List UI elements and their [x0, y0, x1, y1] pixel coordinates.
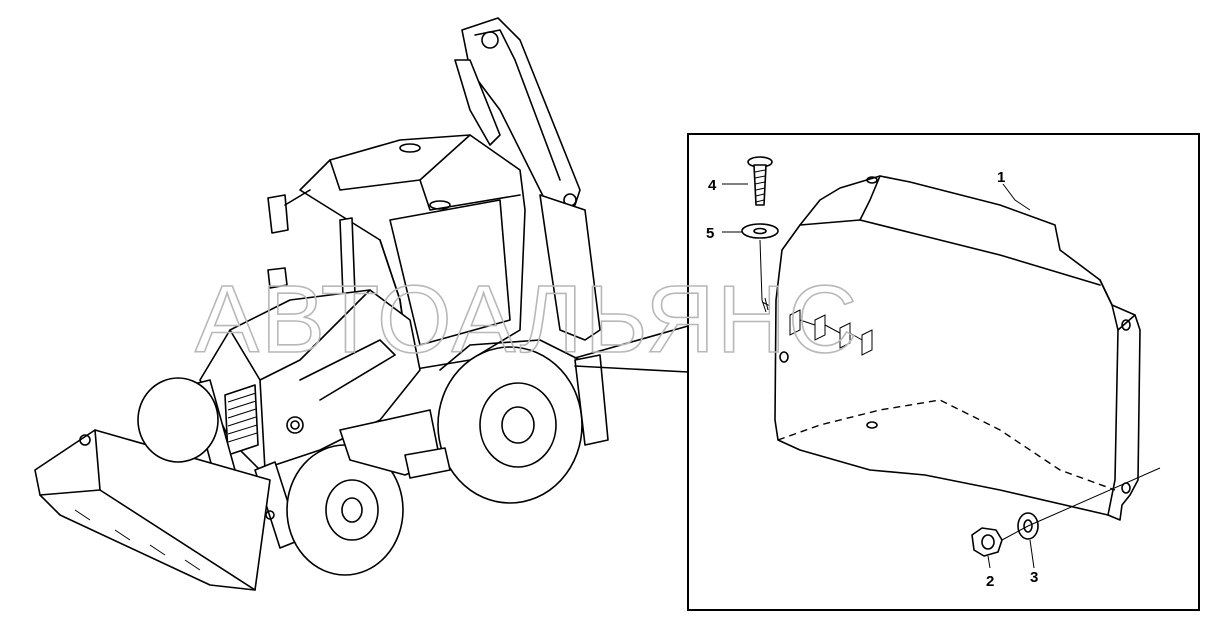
callout-2: 2 [986, 573, 994, 590]
callout-4: 4 [708, 177, 717, 194]
detail-frame [687, 133, 1200, 611]
callout-3: 3 [1030, 569, 1038, 586]
fender-guard [774, 175, 1141, 521]
callout-5: 5 [706, 225, 714, 242]
washer-part-top [741, 223, 779, 239]
bolt-part [747, 156, 773, 206]
leader-lines [722, 183, 1035, 569]
zoom-pointer [574, 325, 689, 373]
backhoe-loader-illustration [34, 17, 609, 591]
nut-part [971, 527, 1003, 557]
callout-1: 1 [997, 169, 1005, 186]
watermark-text: АВТОАЛЬЯНС [195, 266, 859, 373]
